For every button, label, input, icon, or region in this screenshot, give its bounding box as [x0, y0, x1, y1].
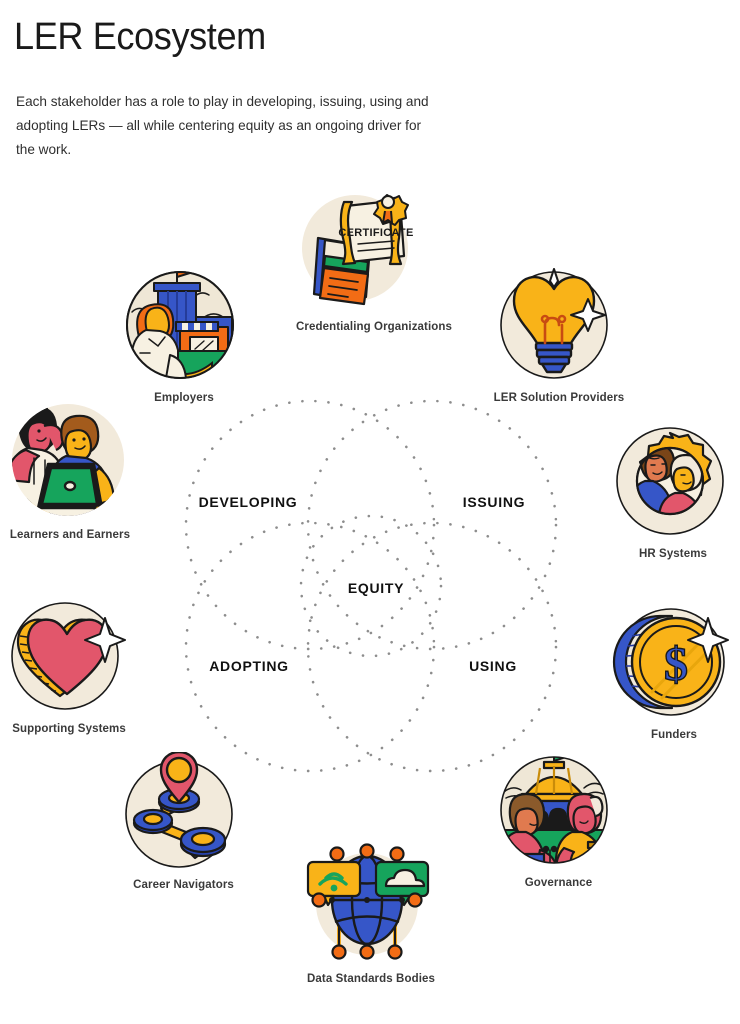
stakeholder-label: Career Navigators [133, 879, 234, 891]
stakeholder-ler-solution-providers[interactable]: LER Solution Providers [492, 267, 626, 404]
globe-network-icon [296, 836, 446, 966]
stakeholder-governance[interactable]: Governance [492, 752, 625, 889]
venn-label-adopting: ADOPTING [209, 658, 289, 674]
stakeholder-credentialing-organizations[interactable]: CERTIFICATE Credentialing Organizations [288, 186, 460, 333]
venn-diagram: DEVELOPING ISSUING ADOPTING USING EQUITY [170, 385, 570, 785]
svg-text:$: $ [664, 638, 688, 691]
stakeholder-label: LER Solution Providers [493, 392, 625, 404]
venn-label-equity: EQUITY [347, 580, 405, 596]
stakeholder-label: Data Standards Bodies [307, 973, 435, 985]
stakeholder-learners-and-earners[interactable]: Learners and Earners [4, 398, 136, 541]
svg-text:CERTIFICATE: CERTIFICATE [338, 227, 413, 239]
stakeholder-data-standards-bodies[interactable]: Data Standards Bodies [296, 836, 446, 985]
venn-circle-developing [184, 399, 436, 651]
stakeholder-hr-systems[interactable]: HR Systems [609, 423, 737, 560]
venn-label-using: USING [469, 658, 517, 674]
venn-circle-issuing [306, 399, 558, 651]
stakeholder-label: Learners and Earners [9, 529, 131, 541]
stakeholder-label: Governance [524, 877, 593, 889]
venn-circle-adopting [184, 521, 436, 773]
venn-circle-using [306, 521, 558, 773]
gear-people-icon [609, 423, 737, 541]
venn-circle-equity [299, 514, 443, 658]
office-building-icon [118, 267, 250, 385]
lightbulb-icon [492, 267, 626, 385]
stakeholder-label: Funders [650, 729, 698, 741]
stakeholder-label: Supporting Systems [12, 723, 126, 735]
venn-label-developing: DEVELOPING [198, 494, 298, 510]
two-people-laptop-icon [4, 398, 136, 522]
certificate-icon: CERTIFICATE [288, 186, 460, 314]
stakeholder-label: Employers [154, 392, 214, 404]
heart-icon [4, 598, 134, 716]
stakeholder-employers[interactable]: Employers [118, 267, 250, 404]
stakeholder-label: HR Systems [638, 548, 708, 560]
stakeholder-career-navigators[interactable]: Career Navigators [117, 752, 250, 891]
dollar-coin-icon: $ [610, 604, 738, 722]
page-title: LER Ecosystem [14, 16, 266, 58]
page-subtitle: Each stakeholder has a role to play in d… [16, 94, 429, 157]
capitol-building-icon [492, 752, 625, 870]
stakeholder-funders[interactable]: $ Funders [610, 604, 738, 741]
stakeholder-label: Credentialing Organizations [295, 321, 453, 333]
venn-label-issuing: ISSUING [462, 494, 526, 510]
stakeholder-supporting-systems[interactable]: Supporting Systems [4, 598, 134, 735]
map-pin-network-icon [117, 752, 250, 872]
